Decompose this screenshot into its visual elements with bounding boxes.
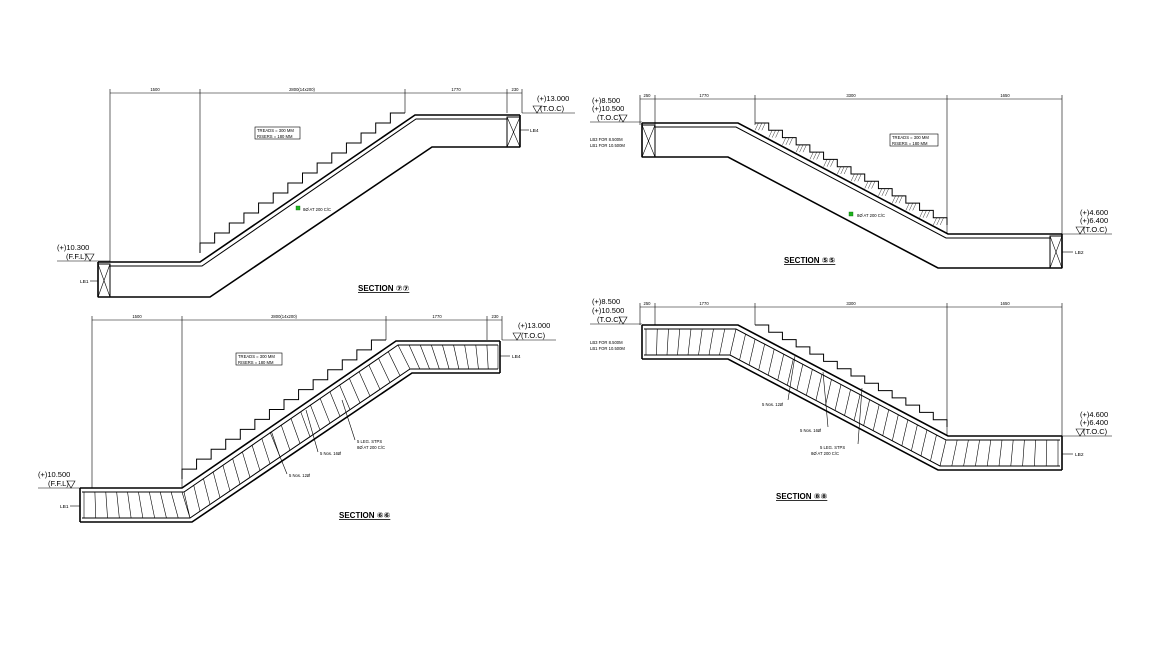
beam-right: LB4 (530, 128, 539, 134)
rebar-note: 8Ø AT 200 C/C (303, 207, 331, 212)
bottom-ref: (F.F.L) (66, 252, 87, 261)
section-drawing-1: 1500 2800(14x200) 1770 230 8Ø AT 200 C/C… (57, 87, 575, 298)
section-title: SECTION ⑥⑥ (339, 511, 391, 520)
note-4: 5 Nos. 12Ø (289, 473, 311, 478)
top-level-1: (+)8.500 (592, 96, 620, 105)
bottom-level-2: (+)6.400 (1080, 418, 1108, 427)
section-title: SECTION ⑧⑧ (776, 492, 828, 501)
dim-3: 1770 (451, 87, 461, 92)
beam-left: LB1 (60, 504, 69, 510)
tread-note: TREADS = 300 MM (257, 128, 294, 133)
bottom-ref: (F.F.L) (48, 479, 69, 488)
dim-2: 1770 (699, 301, 709, 306)
dim-4: 1650 (1000, 93, 1010, 98)
tread-note: TREADS = 300 MM (892, 135, 929, 140)
beam-left: LB1 (80, 279, 89, 285)
section-title: SECTION ⑤⑤ (784, 256, 836, 265)
dim-1: 1500 (150, 87, 160, 92)
bottom-level-1: (+)4.600 (1080, 410, 1108, 419)
beam-note-1: LB3 FOR 8.500M (590, 137, 623, 142)
section-drawing-4: 250 1770 3300 1650 5 Nos. 12Ø 5 Nos. 16Ø… (590, 297, 1112, 501)
bottom-level-1: (+)4.600 (1080, 208, 1108, 217)
top-level: (+)13.000 (537, 94, 569, 103)
dim-3: 3300 (846, 301, 856, 306)
dim-1: 250 (644, 301, 652, 306)
riser-note: RISERS = 180 MM (892, 141, 928, 146)
dim-4: 1650 (1000, 301, 1010, 306)
top-ref: (T.O.C) (597, 315, 622, 324)
note-1: 5 Nos. 12Ø (762, 402, 784, 407)
bottom-level: (+)10.500 (38, 470, 70, 479)
bottom-ref: (T.O.C) (1083, 225, 1108, 234)
top-level-2: (+)10.500 (592, 306, 624, 315)
riser-note: RISERS = 180 MM (257, 134, 293, 139)
riser-note: RISERS = 180 MM (238, 360, 274, 365)
dim-1: 250 (644, 93, 652, 98)
section-drawing-3: 1500 2800(14x200) 1770 230 TREADS = 300 … (38, 314, 556, 523)
dim-3: 1770 (432, 314, 442, 319)
rebar-note: 8Ø AT 200 C/C (857, 213, 885, 218)
dim-2: 1770 (699, 93, 709, 98)
beam-note-2: LB1 FOR 10.500M (590, 346, 625, 351)
note-3: 5 Nos. 16Ø (320, 451, 342, 456)
top-ref: (T.O.C) (540, 104, 565, 113)
tread-note: TREADS = 300 MM (238, 354, 275, 359)
dim-2: 2800(14x200) (289, 87, 315, 92)
note-2: 5 Nos. 16Ø (800, 428, 822, 433)
dim-4: 230 (492, 314, 500, 319)
dim-3: 3300 (846, 93, 856, 98)
beam-right: LB2 (1075, 250, 1084, 256)
beam-right: LB4 (512, 354, 521, 360)
note-4: 8Ø AT 200 C/C (811, 451, 839, 456)
beam-note-2: LB1 FOR 10.500M (590, 143, 625, 148)
dim-2: 2800(14x200) (271, 314, 297, 319)
section-title: SECTION ⑦⑦ (358, 284, 410, 293)
top-level-1: (+)8.500 (592, 297, 620, 306)
top-level: (+)13.000 (518, 321, 550, 330)
bottom-level-2: (+)6.400 (1080, 216, 1108, 225)
note-3: 5 LEG. STPS (820, 445, 845, 450)
beam-right: LB2 (1075, 452, 1084, 458)
dim-4: 230 (512, 87, 520, 92)
bottom-ref: (T.O.C) (1083, 427, 1108, 436)
top-ref: (T.O.C) (521, 331, 546, 340)
note-1: 5 LEG. STPS (357, 439, 382, 444)
top-level-2: (+)10.500 (592, 104, 624, 113)
bottom-level: (+)10.300 (57, 243, 89, 252)
top-ref: (T.O.C) (597, 113, 622, 122)
beam-note-1: LB3 FOR 8.500M (590, 340, 623, 345)
dim-1: 1500 (132, 314, 142, 319)
section-drawing-2: 250 1770 3300 1650 8Ø AT 200 C/C TREADS … (590, 93, 1112, 269)
note-2: 8Ø AT 200 C/C (357, 445, 385, 450)
